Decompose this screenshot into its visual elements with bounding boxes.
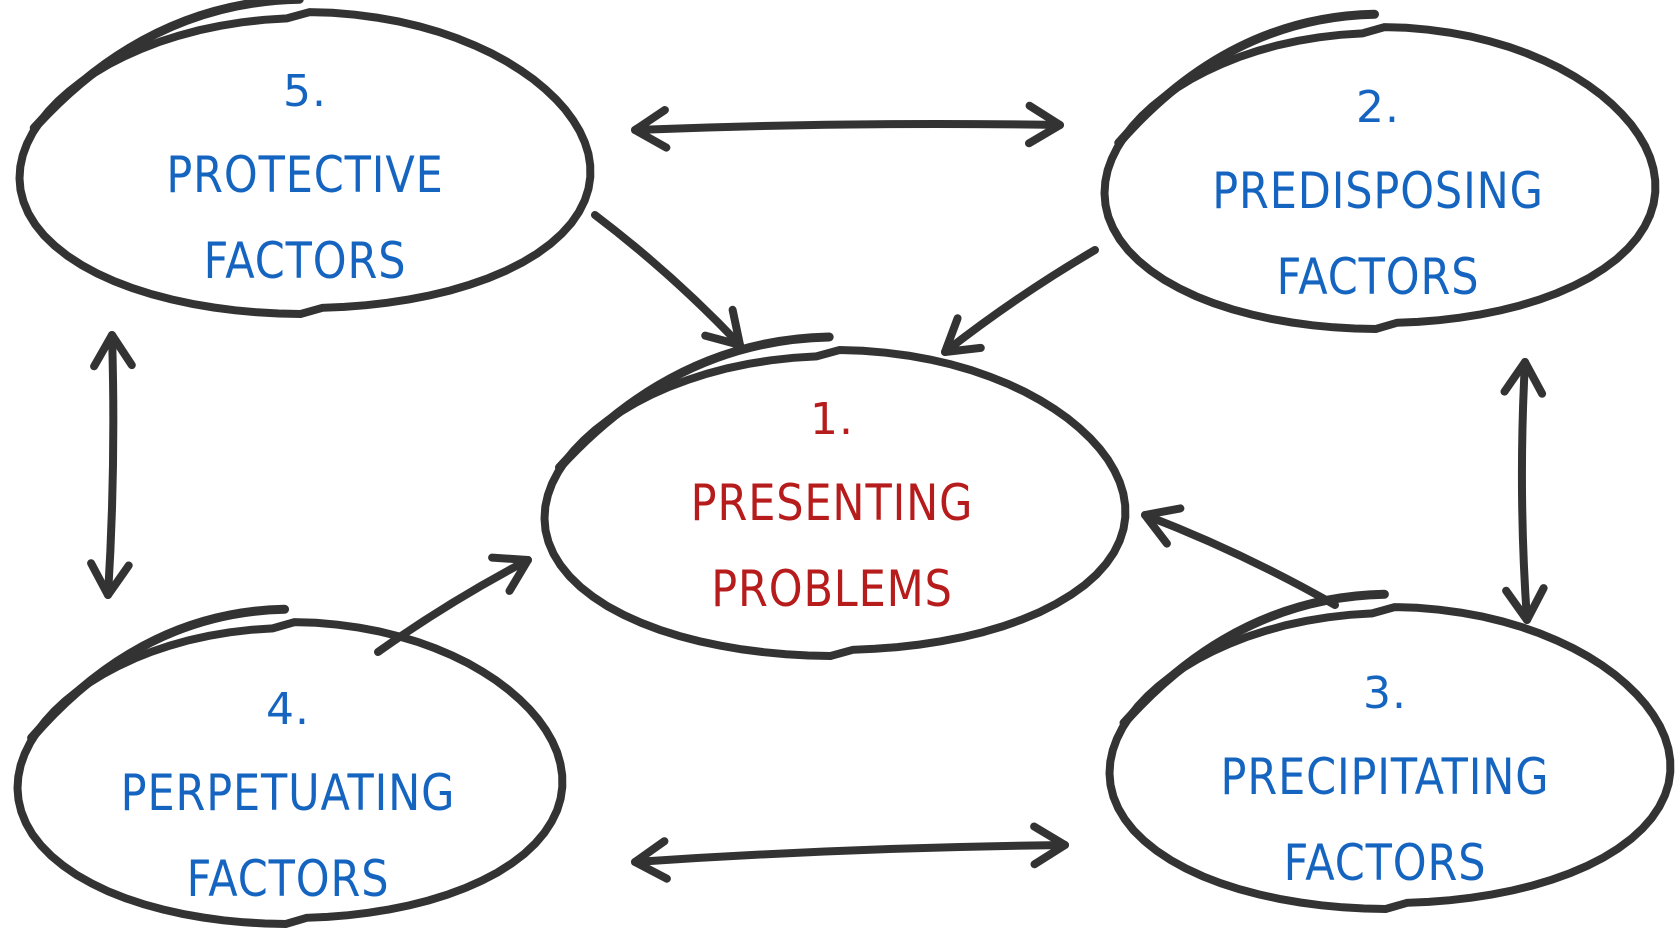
ellipse-overshoot-stroke (29, 0, 304, 133)
node-precipitating-factors: 3. PRECIPITATING FACTORS (1194, 672, 1576, 924)
node-title-line-2: FACTORS (1276, 248, 1480, 306)
ellipse-overshoot-stroke (1119, 589, 1389, 728)
node-number: 2. (1356, 82, 1400, 133)
arrow-precipitating-to-presenting (1141, 504, 1339, 609)
node-number: 5. (283, 66, 327, 117)
arrow-perpetuating-to-presenting (374, 553, 532, 656)
arrowhead-icon (1500, 358, 1547, 398)
node-title-line-2: FACTORS (203, 232, 407, 290)
node-predisposing-factors: 2. PREDISPOSING FACTORS (1185, 86, 1571, 338)
arrow-shaft (1517, 358, 1531, 624)
arrow-protective-to-presenting (591, 211, 744, 349)
arrow-protective-to-perpetuating (87, 331, 136, 599)
arrow-perpetuating-to-precipitating (631, 822, 1069, 883)
arrowhead-icon (631, 106, 671, 152)
ellipse-overshoot-stroke (555, 332, 834, 472)
ellipse-overshoot-stroke (27, 604, 290, 743)
arrow-shaft (631, 841, 1069, 866)
ellipse-protective (15, 0, 595, 319)
node-number: 1. (810, 394, 854, 445)
node-title-line-1: PRESENTING (690, 474, 974, 532)
node-title-line-2: FACTORS (1283, 834, 1487, 892)
arrow-shaft (374, 556, 532, 656)
arrowhead-icon (90, 331, 136, 371)
arrow-shaft (631, 119, 1064, 134)
node-title-line-1: PERPETUATING (120, 764, 456, 822)
arrowhead-icon (701, 305, 744, 349)
node-number: 3. (1363, 668, 1407, 719)
node-title-line-2: PROBLEMS (711, 560, 953, 618)
arrowhead-icon (1025, 101, 1064, 148)
arrowhead-icon (1030, 822, 1069, 869)
ellipse-overshoot-stroke (1114, 9, 1379, 148)
arrow-shaft (104, 331, 118, 599)
arrowhead-icon (941, 314, 985, 356)
node-title-line-1: PROTECTIVE (166, 146, 444, 204)
node-number: 4. (266, 684, 310, 735)
arrowhead-icon (87, 559, 133, 599)
arrow-shaft (941, 246, 1099, 356)
arrow-predisposing-to-presenting (941, 246, 1099, 356)
node-title-line-1: PREDISPOSING (1212, 162, 1544, 220)
arrow-shaft (1141, 511, 1339, 609)
arrow-predisposing-to-precipitating (1500, 358, 1548, 624)
arrowhead-icon (1502, 584, 1548, 624)
ellipse-perpetuating (13, 604, 567, 929)
arrowhead-icon (488, 553, 532, 595)
arrowhead-icon (631, 837, 671, 883)
ellipse-presenting (540, 332, 1130, 661)
arrow-shaft (591, 211, 744, 349)
ellipse-precipitating (1105, 589, 1675, 914)
node-protective-factors: 5. PROTECTIVE FACTORS (144, 70, 466, 322)
node-title-line-2: FACTORS (186, 850, 390, 908)
arrow-protective-to-predisposing (631, 101, 1064, 152)
ellipse-predisposing (1100, 9, 1660, 334)
node-title-line-1: PRECIPITATING (1220, 748, 1550, 806)
arrowhead-icon (1141, 504, 1185, 548)
node-perpetuating-factors: 4. PERPETUATING FACTORS (93, 688, 482, 940)
node-presenting-problems: 1. PRESENTING PROBLEMS (668, 398, 997, 650)
